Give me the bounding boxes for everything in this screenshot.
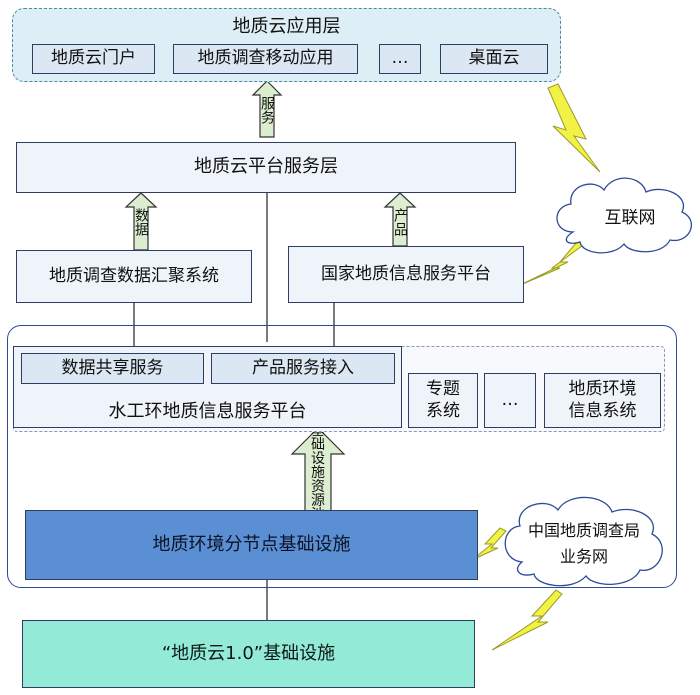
lightning-bolt-small [471,527,507,561]
sub-node-infrastructure: 地质环境分节点基础设施 [25,510,478,580]
base-infrastructure: “地质云1.0”基础设施 [22,620,475,688]
hydro-platform-title: 水工环地质信息服务平台 [108,401,307,422]
arrow-product-label: 产品 [392,208,408,236]
app-item-desktop-cloud: 桌面云 [440,44,548,74]
service-product-access: 产品服务接入 [211,353,395,384]
app-item-portal: 地质云门户 [32,44,155,74]
cgs-network-label: 中国地质调查局业务网 [527,521,640,566]
app-item-mobile: 地质调查移动应用 [173,44,358,74]
national-platform-box: 国家地质信息服务平台 [288,246,524,303]
side-item-geo-env-system: 地质环境信息系统 [544,373,661,428]
side-item-ellipsis: … [484,373,536,428]
aggregation-system-box: 地质调查数据汇聚系统 [16,250,252,303]
side-item-thematic: 专题系统 [408,373,478,428]
arrow-service-label: 服务 [259,96,275,124]
app-layer-title: 地质云应用层 [232,16,341,37]
lightning-bolt-mid [517,235,591,287]
service-data-sharing: 数据共享服务 [21,353,204,384]
platform-service-layer: 地质云平台服务层 [16,142,516,193]
internet-label: 互联网 [604,208,656,228]
cloud-cgs-icon [504,496,663,587]
arrow-data-label: 数据 [133,208,149,236]
lightning-bolt-top [547,83,601,173]
arrow-service [251,80,283,138]
sub-node-region [7,325,677,588]
cloud-internet-icon [556,177,692,254]
lightning-bolt-bottom [491,589,563,651]
app-item-ellipsis: … [379,44,421,74]
